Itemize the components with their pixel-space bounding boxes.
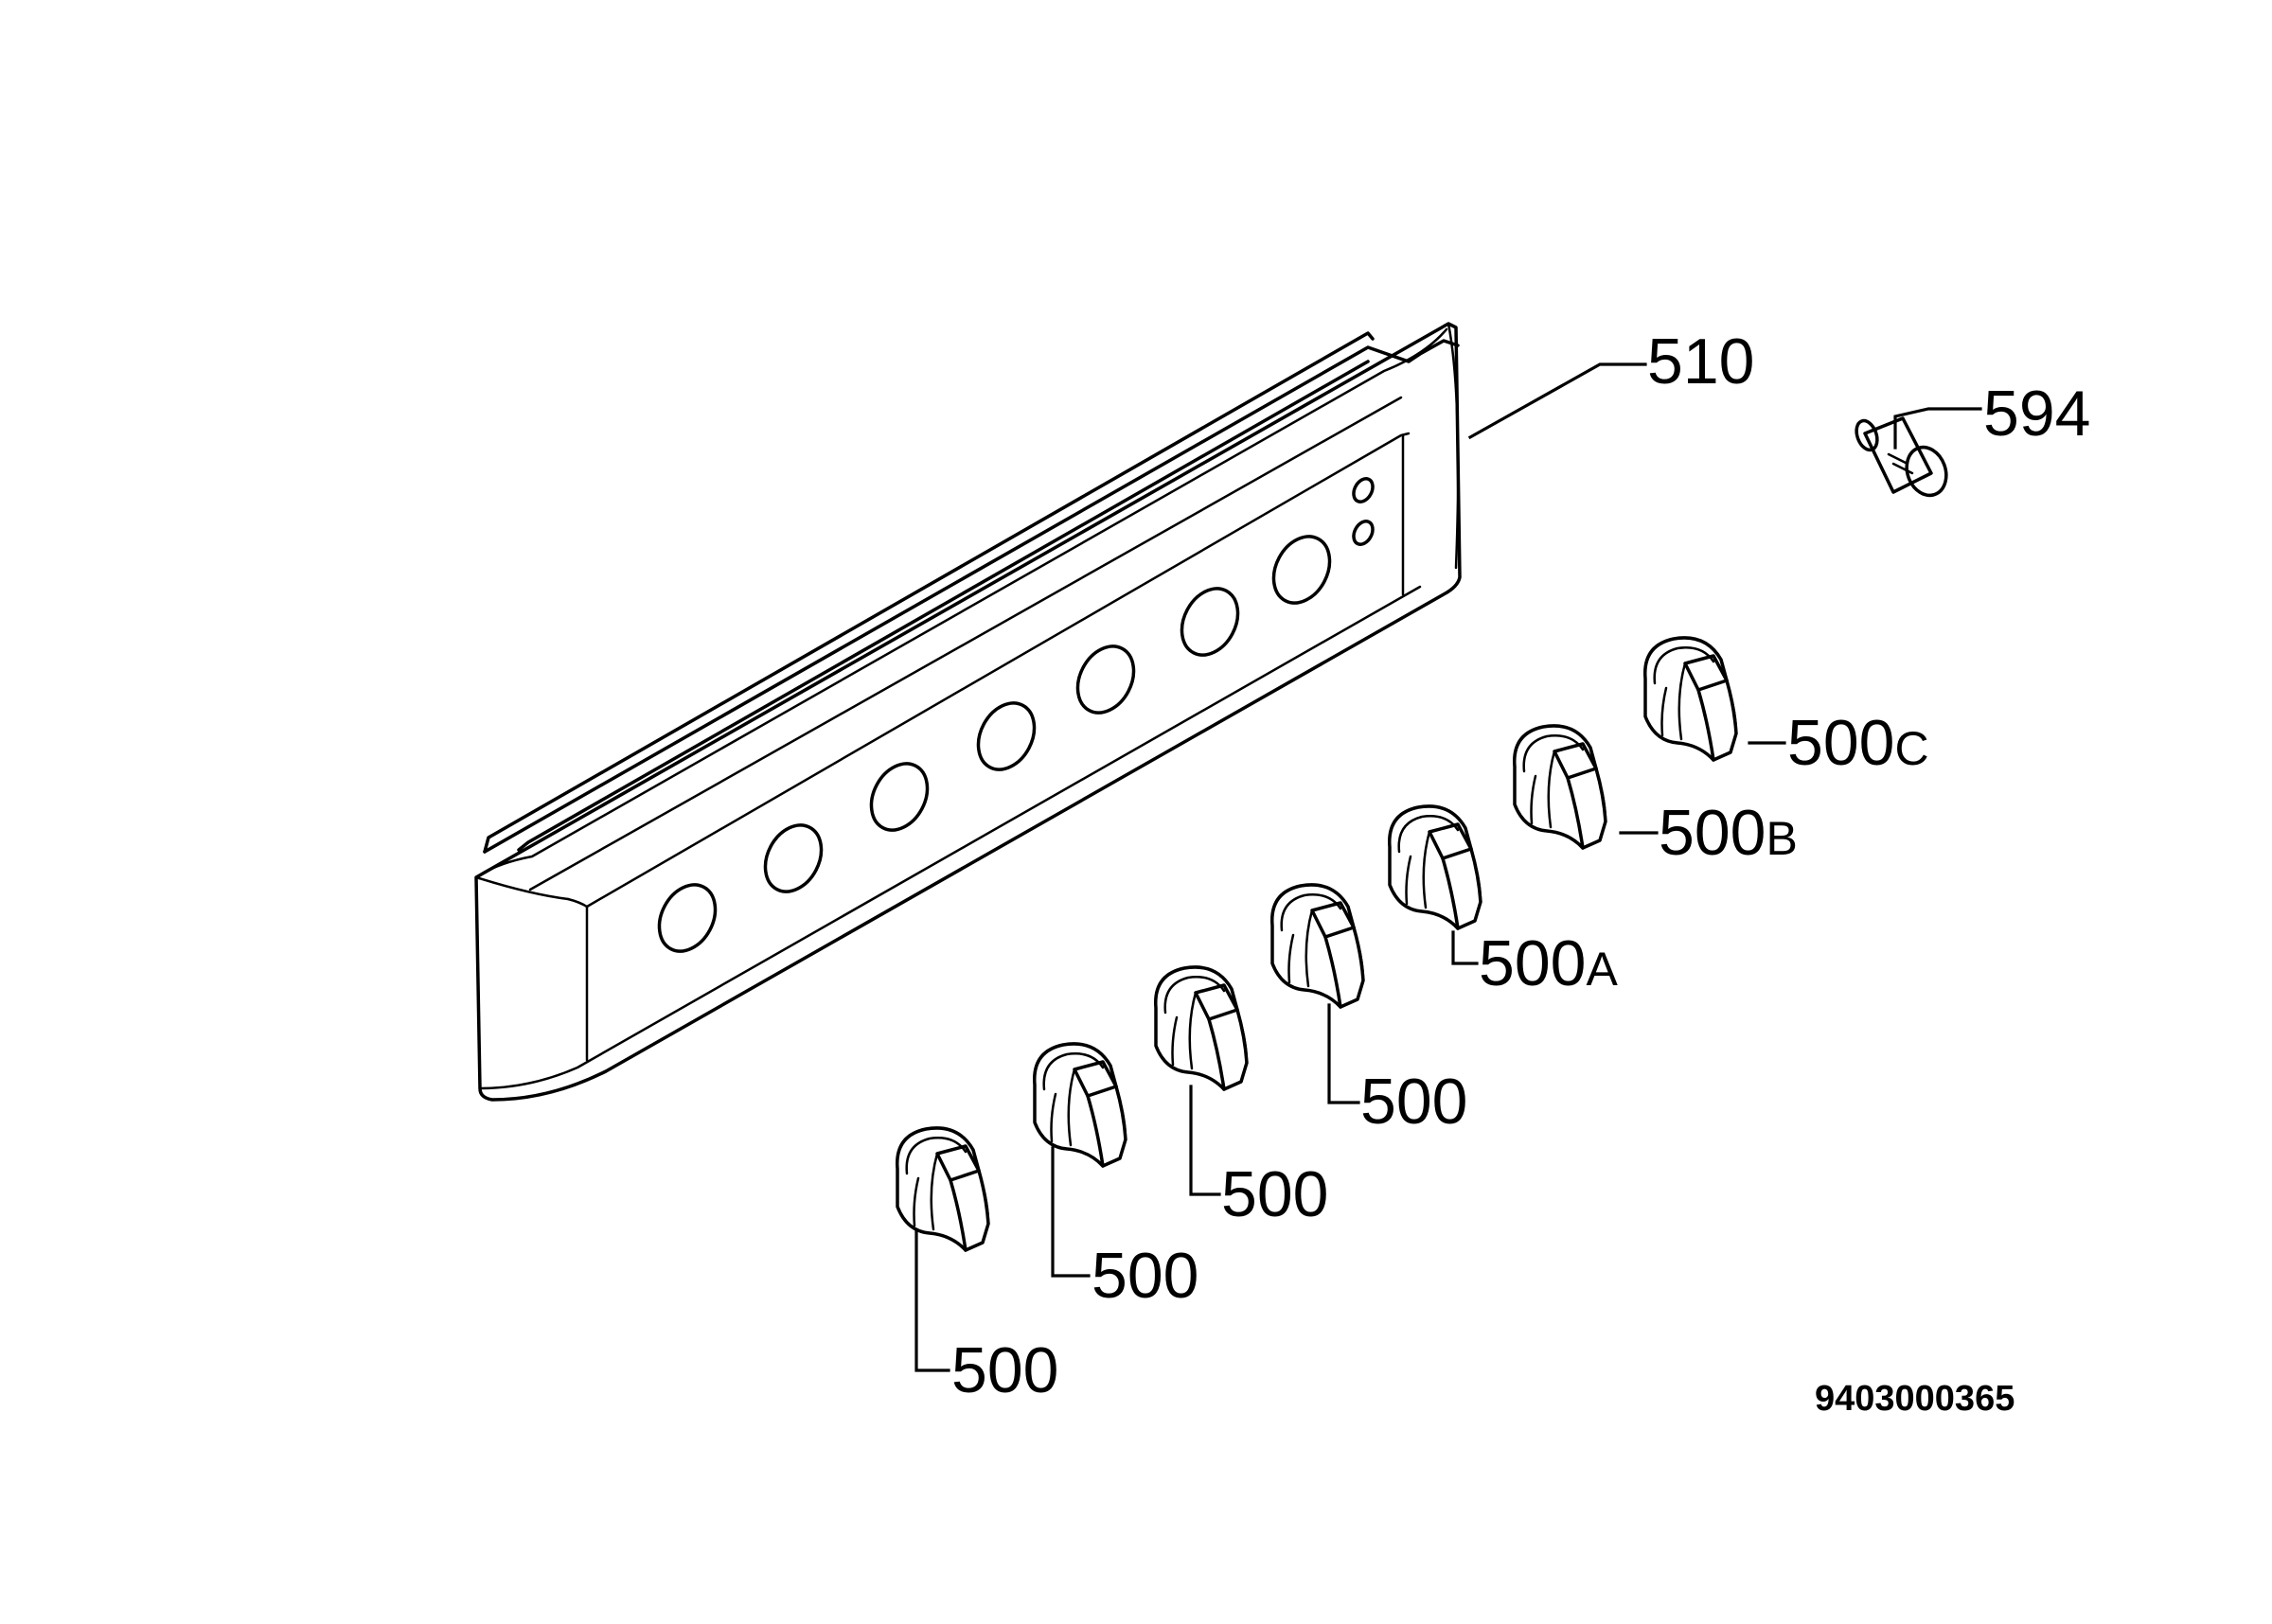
callout-510: 510 bbox=[1647, 326, 1754, 397]
callout-knob-5-suffix: A bbox=[1586, 943, 1618, 996]
callout-knob-2-number: 500 bbox=[1092, 1240, 1198, 1312]
callout-knob-6-suffix: B bbox=[1766, 812, 1797, 865]
knob-7 bbox=[1643, 636, 1738, 762]
callout-knob-6-number: 500 bbox=[1659, 797, 1766, 869]
knob-5 bbox=[1388, 804, 1482, 930]
callout-knob-4: 500 bbox=[1360, 1066, 1467, 1138]
callout-knob-7-suffix: C bbox=[1894, 722, 1928, 775]
callout-594: 594 bbox=[1983, 378, 2090, 450]
callout-knob-7: 500C bbox=[1787, 707, 1929, 779]
callout-knob-3: 500 bbox=[1221, 1158, 1328, 1230]
callout-knob-3-number: 500 bbox=[1221, 1158, 1328, 1230]
leader-lines bbox=[914, 362, 1982, 1372]
callout-labels: 510 594 500 500 500 500 500A 500B 500C 9… bbox=[951, 326, 2090, 1419]
control-panel bbox=[474, 322, 1462, 1102]
knob-1 bbox=[896, 1126, 990, 1252]
knob-3 bbox=[1154, 965, 1249, 1091]
callout-knob-2: 500 bbox=[1092, 1240, 1198, 1312]
callout-knob-7-number: 500 bbox=[1787, 707, 1894, 779]
knob-2 bbox=[1033, 1042, 1127, 1168]
callout-knob-1-number: 500 bbox=[951, 1334, 1058, 1406]
callout-knob-6: 500B bbox=[1659, 797, 1798, 869]
knob-4 bbox=[1270, 883, 1365, 1009]
indicator-lamp bbox=[1855, 416, 1948, 498]
drawing-number: 9403000365 bbox=[1815, 1379, 2015, 1419]
callout-knob-1: 500 bbox=[951, 1334, 1058, 1406]
callout-knob-5: 500A bbox=[1479, 927, 1618, 999]
callout-knob-4-number: 500 bbox=[1360, 1066, 1467, 1138]
knob-6 bbox=[1513, 724, 1607, 850]
callout-knob-5-number: 500 bbox=[1479, 927, 1586, 999]
